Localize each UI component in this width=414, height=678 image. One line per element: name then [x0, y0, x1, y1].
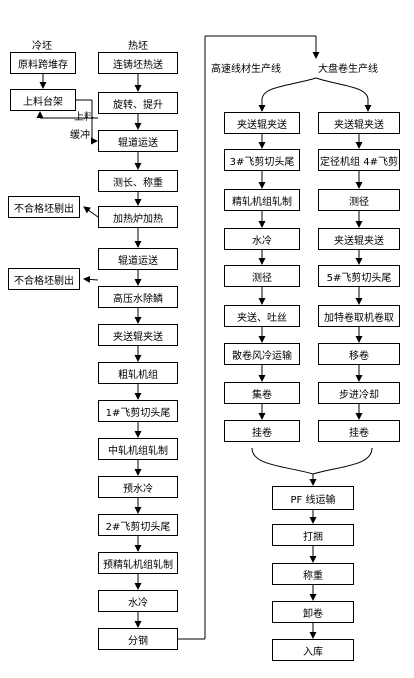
hs-step-1: 夹送辊夹送 [224, 112, 300, 134]
big-step-5: 5#飞剪切头尾 [318, 265, 400, 287]
big-step-7: 移卷 [318, 343, 400, 365]
hs-step-2: 3#飞剪切头尾 [224, 149, 300, 171]
connector-23 [83, 275, 99, 283]
main-step-4: 测长、称重 [98, 170, 178, 192]
main-step-6: 辊道运送 [98, 248, 178, 270]
high-speed-line-label: 高速线材生产线 [211, 64, 281, 75]
hs-step-4: 水冷 [224, 228, 300, 250]
big-step-9: 挂卷 [318, 420, 400, 442]
connector-22 [83, 206, 99, 218]
main-step-11: 中轧机组轧制 [98, 438, 178, 460]
main-step-9: 粗轧机组 [98, 362, 178, 384]
main-step-5: 加热炉加热 [98, 206, 178, 228]
big-step-1: 夹送辊夹送 [318, 112, 400, 134]
hot-billet-label: 热坯 [128, 41, 148, 52]
final-step-4: 卸卷 [272, 601, 354, 623]
hs-step-5: 测径 [224, 265, 300, 287]
feed-label: 上料 [74, 112, 94, 123]
main-step-2: 旋转、提升 [98, 92, 178, 114]
main-step-12: 预水冷 [98, 476, 178, 498]
main-step-10: 1#飞剪切头尾 [98, 400, 178, 422]
reject-box-2: 不合格坯剔出 [8, 268, 80, 290]
brace-28 [261, 77, 369, 101]
cold-step-2: 上料台架 [10, 89, 76, 111]
hs-step-9: 挂卷 [224, 420, 300, 442]
final-step-2: 打捆 [272, 524, 354, 546]
cold-billet-label: 冷坯 [32, 41, 52, 52]
final-step-1: PF 线运输 [272, 486, 354, 510]
main-step-7: 高压水除鳞 [98, 286, 178, 308]
big-step-2: 定径机组 4#飞剪 [318, 149, 400, 171]
big-coil-line-label: 大盘卷生产线 [318, 64, 378, 75]
main-step-1: 连铸坯热送 [98, 52, 178, 74]
final-step-3: 称重 [272, 563, 354, 585]
main-step-3: 辊道运送 [98, 130, 178, 152]
cold-step-1: 原料跨堆存 [10, 52, 76, 74]
hs-step-7: 散卷风冷运输 [224, 343, 300, 365]
main-step-8: 夹送辊夹送 [98, 324, 178, 346]
hs-step-8: 集卷 [224, 382, 300, 404]
hs-step-6: 夹送、吐丝 [224, 305, 300, 327]
brace-47 [251, 447, 373, 475]
main-step-15: 水冷 [98, 590, 178, 612]
big-step-8: 步进冷却 [318, 382, 400, 404]
reject-box-1: 不合格坯剔出 [8, 196, 80, 218]
main-step-16: 分钢 [98, 628, 178, 650]
main-step-14: 预精轧机组轧制 [98, 552, 178, 574]
big-step-4: 夹送辊夹送 [318, 228, 400, 250]
final-step-5: 入库 [272, 639, 354, 661]
big-step-6: 加特卷取机卷取 [318, 305, 400, 327]
buffer-label: 缓冲 [70, 130, 90, 141]
main-step-13: 2#飞剪切头尾 [98, 514, 178, 536]
hs-step-3: 精轧机组轧制 [224, 189, 300, 211]
big-step-3: 测径 [318, 189, 400, 211]
